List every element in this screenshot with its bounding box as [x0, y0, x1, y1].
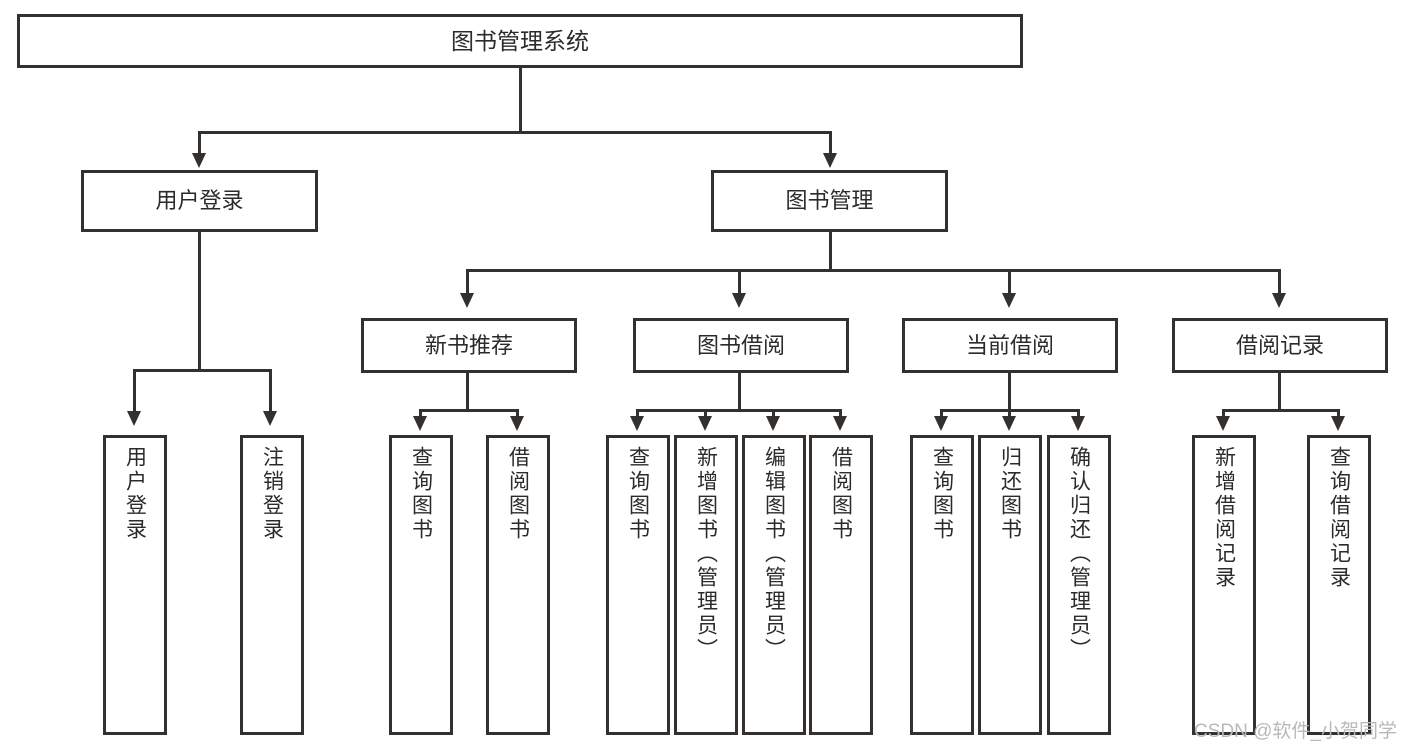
connector-root-bus — [198, 131, 832, 134]
arrow-root-to-user-login — [192, 153, 206, 168]
leaf-book-borrow-query-book[interactable]: 查询图书 — [606, 435, 670, 735]
connector-br-leaf2 — [1337, 409, 1340, 418]
node-label: 用户登录 — [155, 188, 244, 214]
arrow-bb-leaf2 — [698, 416, 712, 431]
node-label: 用户登录 — [123, 446, 147, 542]
connector-user-login-leaf2 — [269, 369, 272, 413]
connector-borrow-record-stem — [1278, 373, 1281, 409]
connector-root-to-book-management — [829, 131, 832, 155]
arrow-cb-leaf1 — [934, 416, 948, 431]
connector-bb-leaf3 — [772, 409, 775, 418]
connector-br-leaf1 — [1222, 409, 1225, 418]
arrow-br-leaf1 — [1216, 416, 1230, 431]
node-label: 查询图书 — [930, 446, 954, 542]
node-label: 新增借阅记录 — [1212, 446, 1236, 590]
node-label: 借阅图书 — [506, 446, 530, 542]
arrow-user-login-leaf1 — [127, 411, 141, 426]
connector-bb-leaf2 — [704, 409, 707, 418]
node-label: 查询图书 — [626, 446, 650, 542]
leaf-new-book-recommend-query-book[interactable]: 查询图书 — [389, 435, 453, 735]
connector-borrow-record-bus — [1222, 409, 1340, 412]
leaf-current-borrow-return-book[interactable]: 归还图书 — [978, 435, 1042, 735]
connector-to-current-borrow — [1008, 269, 1011, 295]
node-label: 注销登录 — [260, 446, 284, 542]
leaf-new-book-recommend-borrow-book[interactable]: 借阅图书 — [486, 435, 550, 735]
connector-nbr-leaf1 — [419, 409, 422, 418]
arrow-to-book-borrow — [732, 293, 746, 308]
arrow-cb-leaf2 — [1002, 416, 1016, 431]
leaf-current-borrow-confirm-return-admin[interactable]: 确认归还（管理员） — [1047, 435, 1111, 735]
node-label: 借阅记录 — [1235, 332, 1324, 358]
arrow-bb-leaf1 — [630, 416, 644, 431]
leaf-current-borrow-query-book[interactable]: 查询图书 — [910, 435, 974, 735]
leaf-borrow-record-query-record[interactable]: 查询借阅记录 — [1307, 435, 1371, 735]
arrow-user-login-leaf2 — [263, 411, 277, 426]
connector-book-borrow-stem — [738, 373, 741, 409]
connector-cb-leaf3 — [1077, 409, 1080, 418]
connector-user-login-bus — [133, 369, 272, 372]
connector-current-borrow-stem — [1008, 373, 1011, 409]
connector-to-borrow-record — [1278, 269, 1281, 295]
arrow-nbr-leaf2 — [510, 416, 524, 431]
leaf-book-borrow-borrow-book[interactable]: 借阅图书 — [809, 435, 873, 735]
node-book-borrow[interactable]: 图书借阅 — [633, 318, 849, 373]
connector-to-book-borrow — [738, 269, 741, 295]
node-label: 图书管理系统 — [451, 27, 589, 54]
leaf-book-borrow-edit-book-admin[interactable]: 编辑图书（管理员） — [742, 435, 806, 735]
connector-bb-leaf1 — [636, 409, 639, 418]
arrow-to-current-borrow — [1002, 293, 1016, 308]
connector-bb-leaf4 — [839, 409, 842, 418]
connector-level3-bus — [466, 269, 1281, 272]
node-user-login[interactable]: 用户登录 — [81, 170, 318, 232]
node-label: 归还图书 — [998, 446, 1022, 542]
leaf-user-login-login[interactable]: 用户登录 — [103, 435, 167, 735]
node-borrow-record[interactable]: 借阅记录 — [1172, 318, 1388, 373]
node-label: 确认归还（管理员） — [1067, 446, 1091, 662]
connector-root-stem — [519, 68, 522, 131]
connector-new-book-recommend-stem — [466, 373, 469, 409]
node-label: 借阅图书 — [829, 446, 853, 542]
arrow-br-leaf2 — [1331, 416, 1345, 431]
arrow-bb-leaf4 — [833, 416, 847, 431]
node-current-borrow[interactable]: 当前借阅 — [902, 318, 1118, 373]
leaf-borrow-record-add-record[interactable]: 新增借阅记录 — [1192, 435, 1256, 735]
connector-cb-leaf1 — [940, 409, 943, 418]
connector-new-book-recommend-bus — [419, 409, 519, 412]
connector-user-login-leaf1 — [133, 369, 136, 413]
node-root-book-management-system[interactable]: 图书管理系统 — [17, 14, 1023, 68]
node-label: 图书借阅 — [696, 332, 785, 358]
arrow-nbr-leaf1 — [413, 416, 427, 431]
connector-cb-leaf2 — [1008, 409, 1011, 418]
arrow-to-new-book-recommend — [460, 293, 474, 308]
leaf-user-login-logout[interactable]: 注销登录 — [240, 435, 304, 735]
node-label: 新增图书（管理员） — [694, 446, 718, 662]
arrow-bb-leaf3 — [766, 416, 780, 431]
leaf-book-borrow-add-book-admin[interactable]: 新增图书（管理员） — [674, 435, 738, 735]
connector-book-management-stem — [829, 232, 832, 269]
connector-nbr-leaf2 — [516, 409, 519, 418]
node-book-management[interactable]: 图书管理 — [711, 170, 948, 232]
node-label: 查询借阅记录 — [1327, 446, 1351, 590]
node-label: 当前借阅 — [965, 332, 1054, 358]
node-label: 编辑图书（管理员） — [762, 446, 786, 662]
node-label: 新书推荐 — [424, 332, 513, 358]
connector-root-to-user-login — [198, 131, 201, 155]
node-label: 图书管理 — [785, 188, 874, 214]
connector-book-borrow-bus — [636, 409, 842, 412]
arrow-root-to-book-management — [823, 153, 837, 168]
connector-user-login-stem — [198, 232, 201, 369]
arrow-to-borrow-record — [1272, 293, 1286, 308]
arrow-cb-leaf3 — [1071, 416, 1085, 431]
node-label: 查询图书 — [409, 446, 433, 542]
connector-to-new-book-recommend — [466, 269, 469, 295]
node-new-book-recommend[interactable]: 新书推荐 — [361, 318, 577, 373]
